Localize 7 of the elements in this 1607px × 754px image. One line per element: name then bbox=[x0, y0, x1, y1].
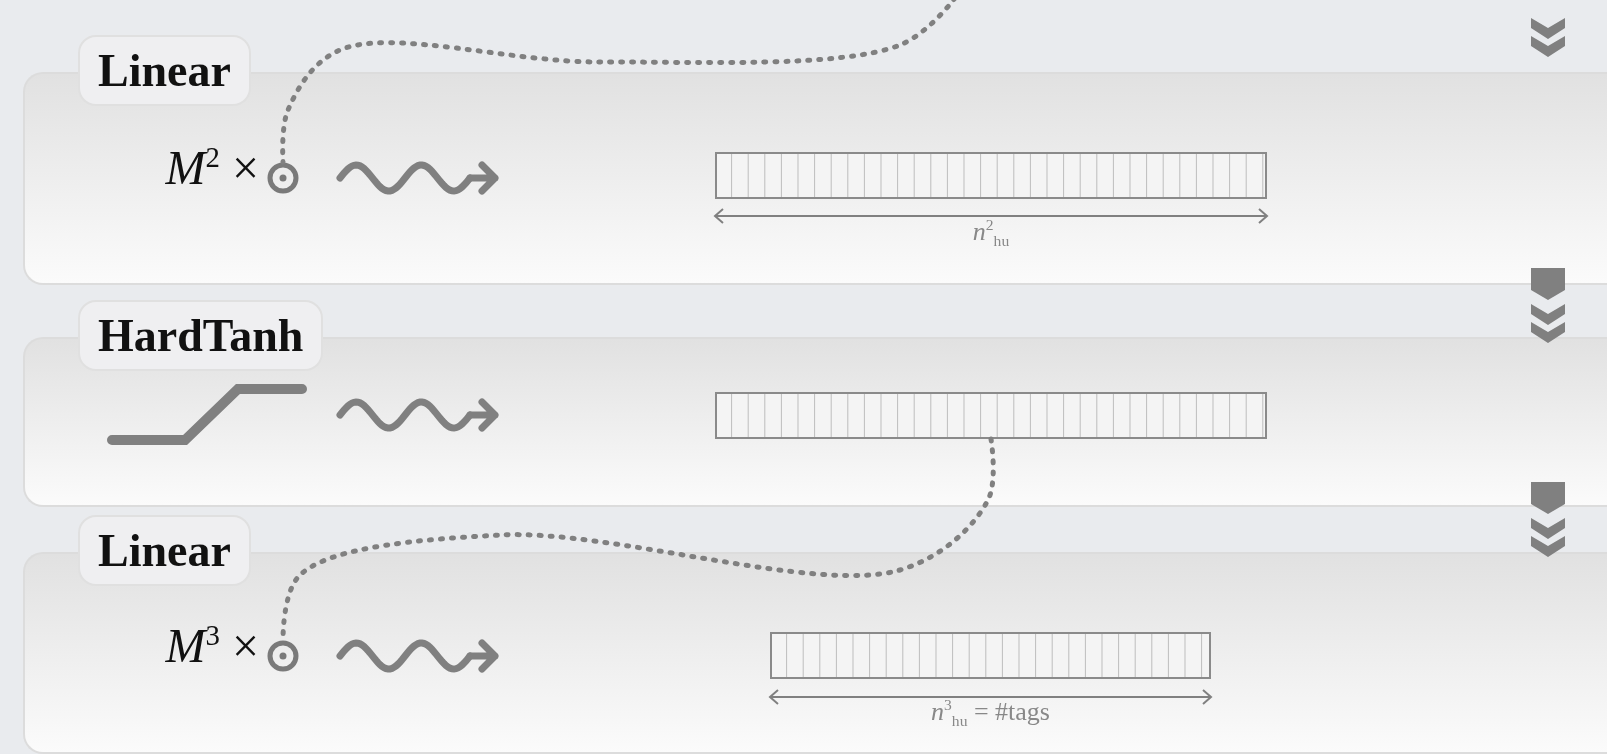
layer-title: HardTanh bbox=[78, 300, 324, 371]
layer-title: Linear bbox=[78, 515, 251, 586]
matrix-product-label: M$^{3}$ × bbox=[165, 618, 259, 673]
dashed-connector bbox=[280, 0, 958, 165]
dimension-label: n$^{3}$$_{hu}$ = #tags bbox=[931, 696, 1050, 730]
matrix-product-label: M$^{2}$ × bbox=[165, 140, 259, 195]
layer-title: Linear bbox=[78, 35, 251, 106]
